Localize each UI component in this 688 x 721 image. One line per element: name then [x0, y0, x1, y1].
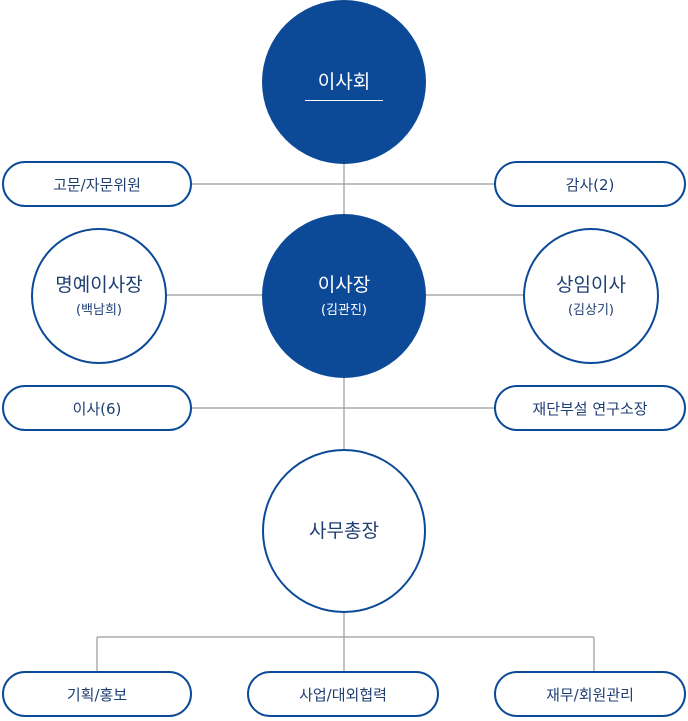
directors-node: 이사(6) [2, 385, 192, 431]
research-institute-label: 재단부설 연구소장 [532, 399, 648, 418]
department-planning-label: 기획/홍보 [66, 685, 128, 704]
chairman-node: 이사장 (김관진) [262, 214, 426, 378]
department-finance-node: 재무/회원관리 [494, 671, 686, 717]
directors-label: 이사(6) [72, 399, 122, 418]
advisory-committee-node: 고문/자문위원 [2, 161, 192, 207]
auditor-label: 감사(2) [565, 175, 615, 194]
research-institute-node: 재단부설 연구소장 [494, 385, 686, 431]
department-finance-label: 재무/회원관리 [546, 685, 634, 704]
standing-director-node: 상임이사 (김상기) [523, 228, 659, 364]
secretary-general-node: 사무총장 [262, 449, 426, 613]
board-node: 이사회 [262, 0, 426, 164]
standing-director-name: (김상기) [567, 302, 615, 318]
auditor-node: 감사(2) [494, 161, 686, 207]
honorary-chairman-node: 명예이사장 (백남희) [31, 228, 167, 364]
advisory-committee-label: 고문/자문위원 [53, 175, 141, 194]
department-planning-node: 기획/홍보 [2, 671, 192, 717]
chairman-name: (김관진) [320, 302, 368, 318]
honorary-chairman-name: (백남희) [75, 302, 123, 318]
chairman-title: 이사장 [317, 273, 371, 296]
department-business-label: 사업/대외협력 [299, 685, 387, 704]
honorary-chairman-title: 명예이사장 [55, 273, 143, 296]
standing-director-title: 상임이사 [556, 273, 626, 296]
department-business-node: 사업/대외협력 [247, 671, 439, 717]
secretary-general-title: 사무총장 [309, 519, 379, 542]
board-title: 이사회 [305, 67, 383, 101]
